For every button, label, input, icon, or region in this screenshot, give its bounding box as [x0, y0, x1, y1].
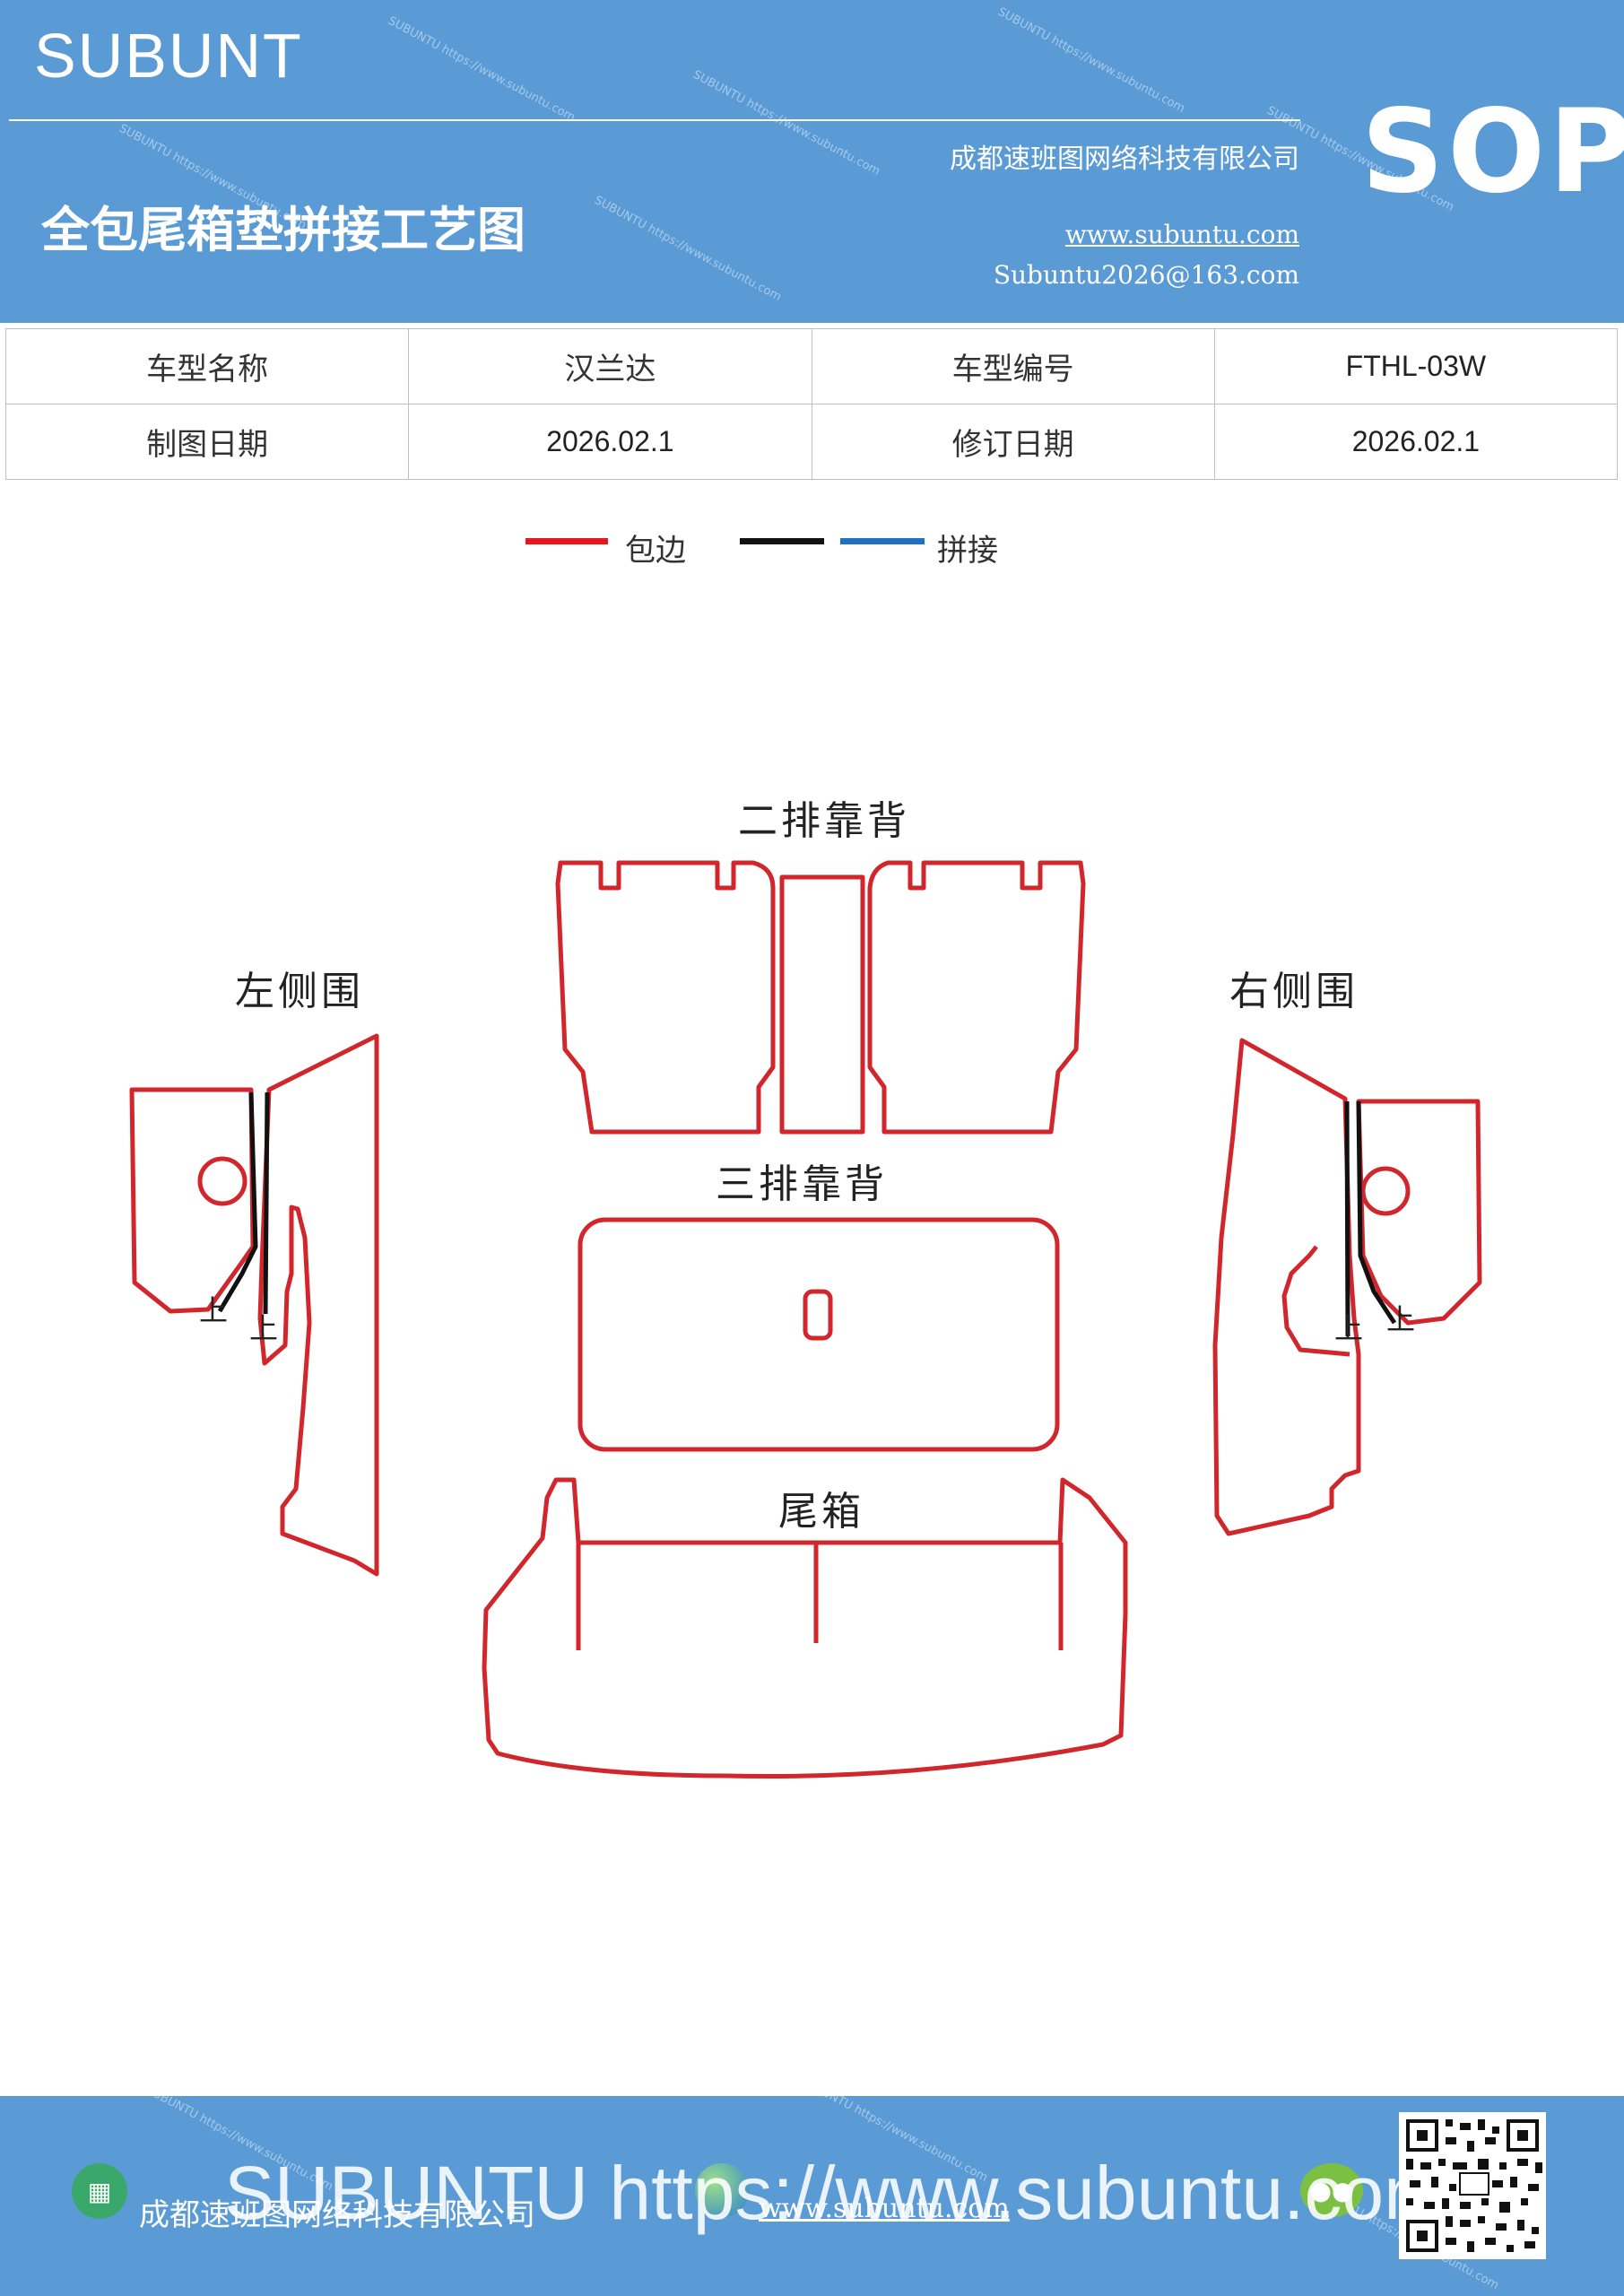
- website-link[interactable]: www.subuntu.com: [1064, 220, 1299, 249]
- right-side-tall-panel: [1212, 1038, 1361, 1536]
- left-splice-seam: [263, 1091, 270, 1315]
- right-side-label: 右侧围: [1229, 969, 1359, 1014]
- footer-website-link[interactable]: www.subuntu.com: [759, 2193, 1010, 2224]
- table-row: 车型名称 汉兰达 车型编号 FTHL-03W: [4, 328, 1619, 404]
- legend-splice-label: 拼接: [937, 533, 998, 569]
- draw-date-label: 制图日期: [4, 404, 410, 480]
- up-marker: 上: [1386, 1302, 1415, 1336]
- second-row-middle-panel: [779, 874, 865, 1135]
- header-divider: [9, 119, 1300, 121]
- second-row-right-panel: [867, 860, 1086, 1135]
- legend-blue-swatch: [840, 538, 925, 544]
- company-name: 成都速班图网络科技有限公司: [950, 144, 1299, 175]
- sop-badge: SOP: [1361, 85, 1624, 219]
- left-side-tall-panel: [257, 1033, 379, 1577]
- trunk-label: 尾箱: [778, 1489, 864, 1535]
- legend-edge-swatch: [525, 538, 608, 544]
- brand-logo: SUBUNT: [34, 21, 303, 91]
- page-header: SUBUNTU https://www.subuntu.com SUBUNTU …: [0, 0, 1624, 323]
- right-side-small-panel: [1356, 1099, 1482, 1326]
- left-splice-seam: [217, 1091, 258, 1313]
- globe-icon: [695, 2163, 749, 2217]
- vehicle-info-table: 车型名称 汉兰达 车型编号 FTHL-03W 制图日期 2026.02.1 修订…: [4, 328, 1619, 480]
- model-name-value: 汉兰达: [408, 328, 812, 404]
- right-side-tall-inner-cut: [1281, 1245, 1350, 1357]
- document-title: 全包尾箱垫拼接工艺图: [41, 201, 525, 258]
- trunk-panel: [482, 1477, 1128, 1779]
- legend-black-swatch: [740, 538, 824, 544]
- qr-code-icon: [1399, 2112, 1546, 2259]
- up-marker: 上: [249, 1311, 278, 1345]
- building-icon: ▦: [72, 2163, 127, 2219]
- third-row-back-label: 三排靠背: [716, 1161, 888, 1207]
- third-row-panel: [578, 1217, 1060, 1452]
- model-code-label: 车型编号: [811, 328, 1215, 404]
- left-side-hole: [197, 1156, 248, 1206]
- legend: 包边 拼接: [0, 520, 1624, 574]
- email-address[interactable]: Subuntu2026@163.com: [993, 260, 1299, 290]
- right-splice-seam: [1344, 1100, 1350, 1337]
- table-row: 制图日期 2026.02.1 修订日期 2026.02.1: [4, 404, 1619, 480]
- model-name-label: 车型名称: [4, 328, 410, 404]
- revision-date-value: 2026.02.1: [1213, 404, 1619, 480]
- revision-date-label: 修订日期: [811, 404, 1215, 480]
- right-splice-seam: [1356, 1100, 1397, 1325]
- footer-big-watermark: SUBUNTU https://www.subuntu.com: [224, 2151, 1447, 2235]
- second-row-back-label: 二排靠背: [738, 798, 910, 844]
- draw-date-value: 2026.02.1: [408, 404, 812, 480]
- legend-edge-label: 包边: [625, 533, 686, 569]
- up-marker: 上: [199, 1293, 228, 1327]
- page-footer: SUBUNTU https://www.subuntu.com SUBUNTU …: [0, 2096, 1624, 2296]
- right-side-hole: [1360, 1166, 1411, 1216]
- third-row-slot: [803, 1289, 833, 1341]
- left-side-label: 左侧围: [235, 969, 364, 1014]
- up-marker: 上: [1334, 1311, 1363, 1345]
- footer-company-name: 成都速班图网络科技有限公司: [139, 2197, 535, 2233]
- second-row-left-panel: [555, 860, 776, 1135]
- wechat-icon: ●●: [1300, 2163, 1363, 2217]
- model-code-value: FTHL-03W: [1213, 328, 1619, 404]
